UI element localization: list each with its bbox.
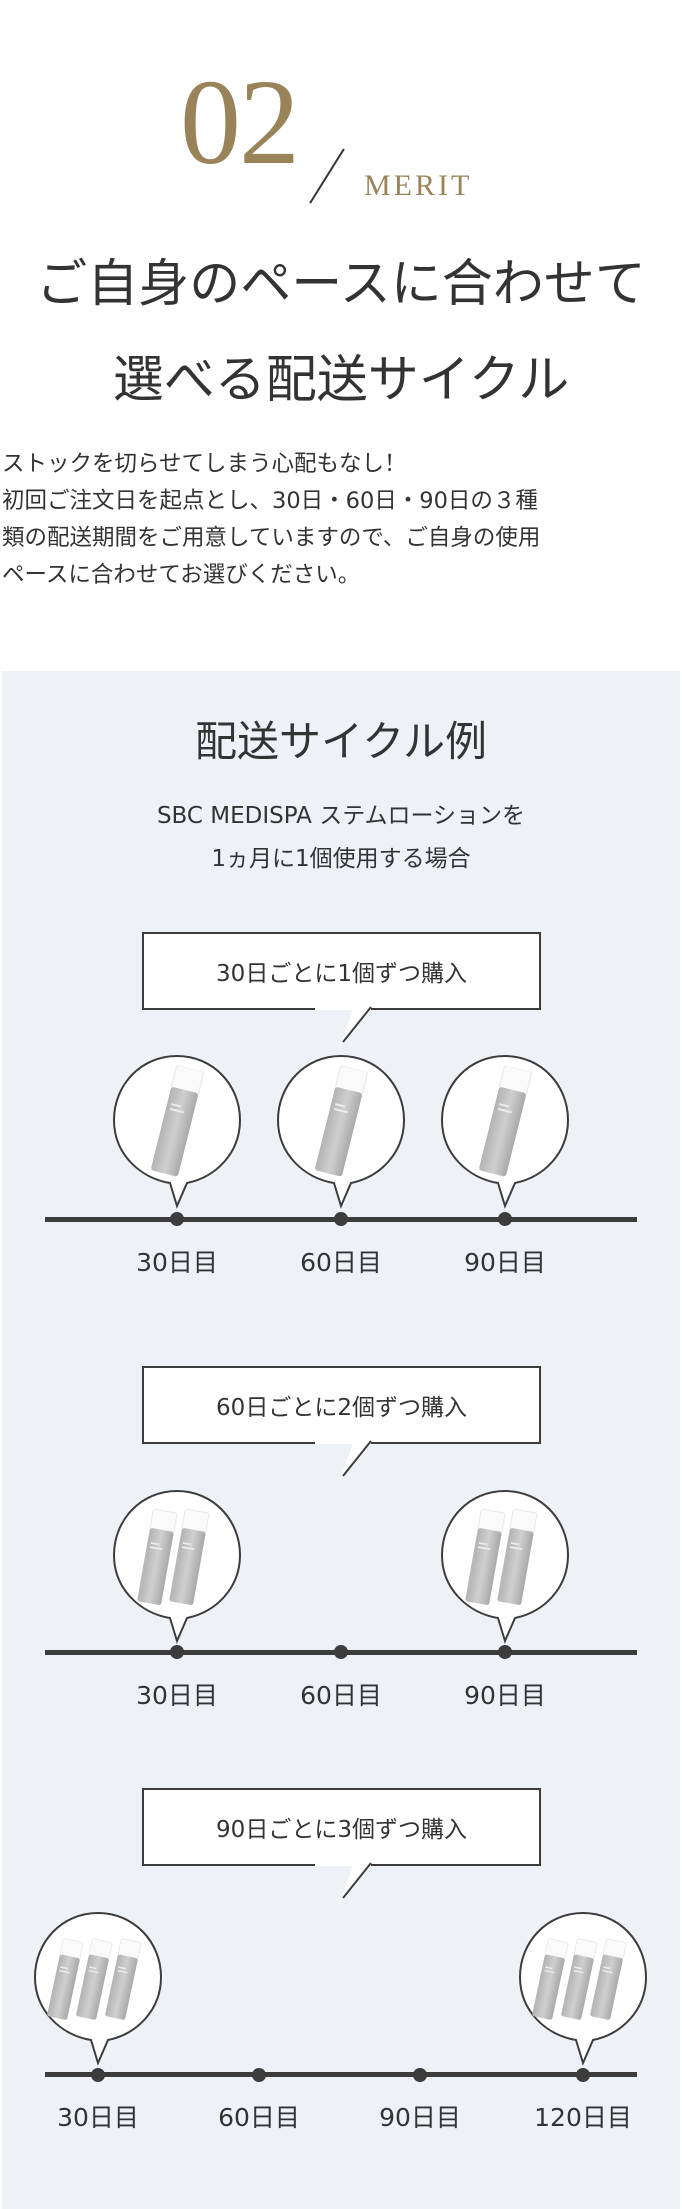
timeline-dot [413,2068,427,2082]
merit-number: 02 [180,55,300,190]
callout-text: 60日ごとに2個ずつ購入 [216,1395,467,1421]
section-title-line-1: ご自身のペースに合わせて [36,255,646,314]
timeline-label: 60日目 [218,2103,300,2132]
panel-subtitle-line-2: 1ヵ月に1個使用する場合 [211,846,471,872]
timeline-dot [576,2068,590,2082]
timeline-label: 30日目 [57,2103,139,2132]
callout-box: 60日ごとに2個ずつ購入 [142,1366,541,1444]
delivery-bubble-120 [516,1910,650,2080]
merit-label: MERIT [364,169,473,202]
callout-text: 30日ごとに1個ずつ購入 [216,961,467,987]
timeline-dot [170,1645,184,1659]
callout-box: 90日ごとに3個ずつ購入 [142,1788,541,1866]
timeline-label: 30日目 [136,1681,218,1710]
timeline-line [45,2072,637,2077]
timeline-dot [334,1645,348,1659]
timeline-label: 120日目 [534,2103,632,2132]
timeline-dot [91,2068,105,2082]
panel-title: 配送サイクル例 [195,717,487,766]
delivery-bubble-60 [274,1053,408,1223]
callout-box: 30日ごとに1個ずつ購入 [142,932,541,1010]
delivery-bubble-30 [110,1488,244,1658]
timeline-label: 90日目 [464,1248,546,1277]
merit-divider-slash [309,148,345,204]
lead-line: 初回ご注文日を起点とし、30日・60日・90日の３種 [2,488,538,514]
timeline-dot [170,1212,184,1226]
timeline-label: 90日目 [464,1681,546,1710]
timeline-dot [252,2068,266,2082]
timeline-label: 90日目 [379,2103,461,2132]
timeline-dot [334,1212,348,1226]
timeline-dot [498,1212,512,1226]
lead-line: 類の配送期間をご用意していますので、ご自身の使用 [2,525,541,551]
lead-paragraph: ストックを切らせてしまう心配もなし！ 初回ご注文日を起点とし、30日・60日・9… [2,446,682,594]
section-title-line-2: 選べる配送サイクル [112,351,570,410]
delivery-bubble-30 [31,1910,165,2080]
timeline-label: 60日目 [300,1681,382,1710]
section-title: ご自身のペースに合わせて 選べる配送サイクル [0,237,682,429]
callout-pointer [315,1440,372,1482]
panel-subtitle-line-1: SBC MEDISPA ステムローションを [156,803,526,829]
delivery-bubble-90 [438,1488,572,1658]
callout-pointer [315,1862,372,1904]
delivery-bubble-30 [110,1053,244,1223]
delivery-bubble-90 [438,1053,572,1223]
timeline-dot [498,1645,512,1659]
lead-line: ストックを切らせてしまう心配もなし！ [2,451,407,477]
callout-text: 90日ごとに3個ずつ購入 [216,1817,467,1843]
lead-line: ペースに合わせてお選びください。 [2,562,361,588]
timeline-label: 60日目 [300,1248,382,1277]
timeline-label: 30日目 [136,1248,218,1277]
panel-subtitle: SBC MEDISPA ステムローションを 1ヵ月に1個使用する場合 [0,795,682,881]
callout-pointer [315,1006,372,1048]
